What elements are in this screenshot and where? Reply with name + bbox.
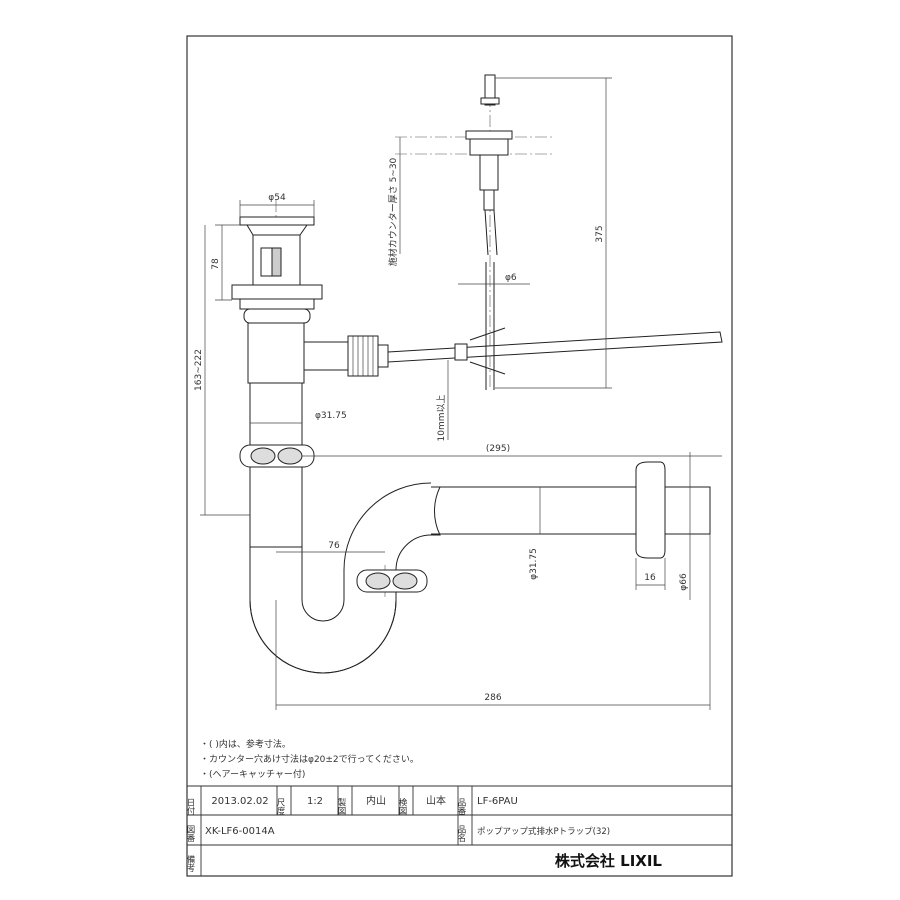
scale-label: 尺度 [275,798,285,816]
linkage [387,74,723,390]
name-label: 品名 [456,825,466,843]
dim-h78: 78 [211,258,221,270]
scale-value: 1:2 [307,796,323,807]
remarks-label: 備考 [185,854,195,873]
dim-d66: φ66 [679,573,689,591]
part-no-label: 品番 [456,798,466,816]
dim-d6: φ6 [505,273,517,283]
checker-value: 山本 [426,794,446,807]
part-no-value: LF-6PAU [477,796,518,807]
dim-d54: φ54 [268,193,286,203]
drawing-frame [186,35,733,877]
dim-w16: 16 [644,573,656,583]
drafter-value: 内山 [366,794,386,807]
note-1: ・( )内は、参考寸法。 [200,738,291,750]
note-3: ・(ヘアーキャッチャー付) [200,769,305,780]
dim-d31-75-right: φ31.75 [529,548,539,580]
drawing-no-label: 図番 [185,825,195,843]
dim-h163-222: 163~222 [194,349,204,391]
dimension-lines [200,77,722,710]
name-value: ポップアップ式排水Pトラップ(32) [477,826,610,837]
dim-w286: 286 [484,693,501,703]
dim-w295: (295) [486,444,510,454]
center-lines [275,75,555,600]
tailpiece-and-trap [239,382,711,674]
popup-head [231,216,389,384]
dim-h10mm: 10mm以上 [436,395,447,442]
dim-h375: 375 [595,225,605,242]
dim-w76: 76 [328,541,340,551]
title-block [187,785,732,876]
maker-name: 株式会社 LIXIL [555,852,663,870]
note-2: ・カウンター穴あけ寸法はφ20±2で行ってください。 [200,753,419,765]
date-label: 日付 [185,798,195,816]
drafter-label: 製図 [336,797,346,816]
drawing-no-value: XK-LF6-0014A [205,826,275,837]
date-value: 2013.02.02 [211,796,268,807]
checker-label: 検図 [397,797,407,816]
dim-d31-75-top: φ31.75 [315,411,347,421]
dim-counter-thickness: 施材カウンター厚さ 5~30 [387,157,399,266]
